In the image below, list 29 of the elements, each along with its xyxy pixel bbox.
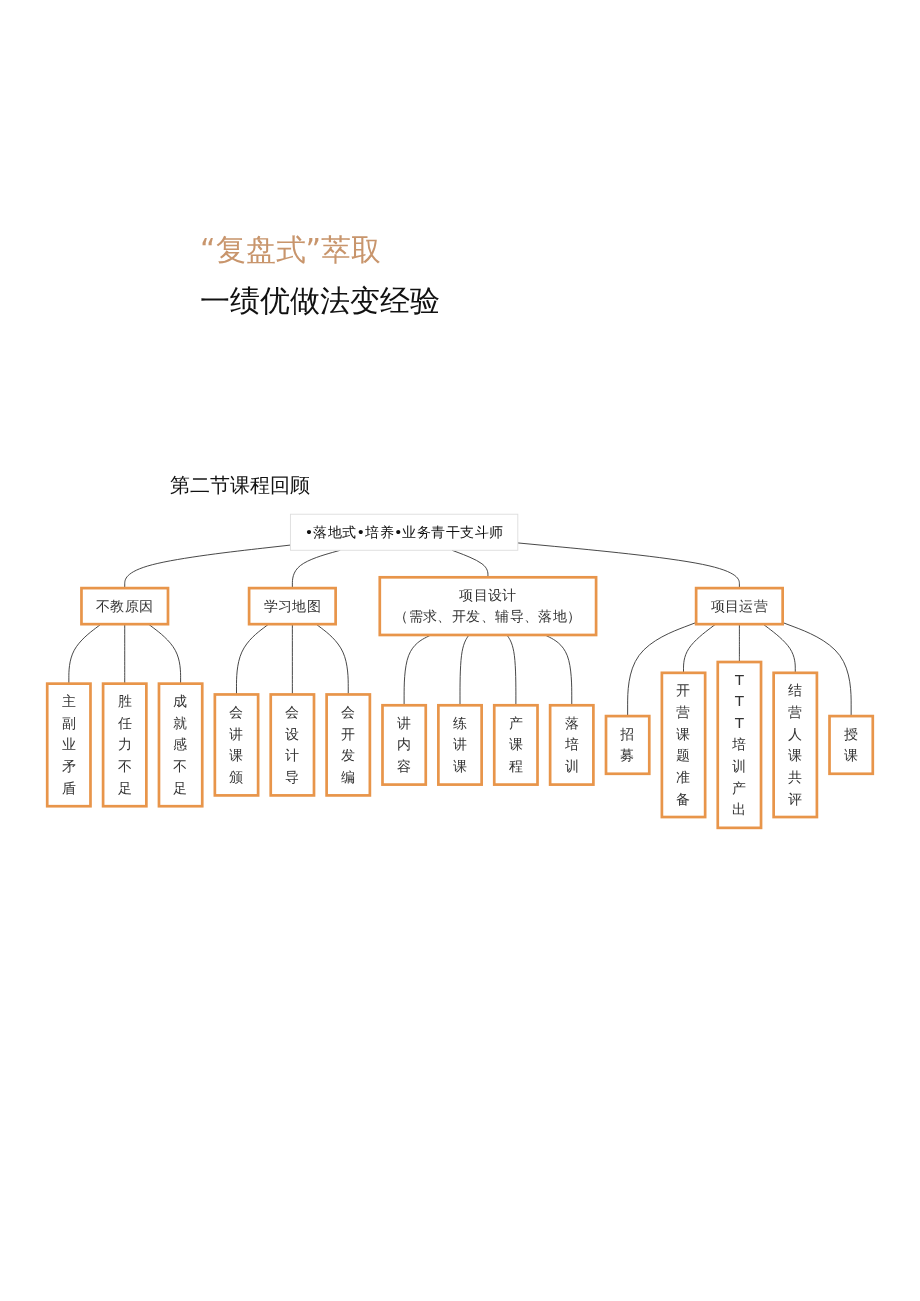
node-box: 会讲课颁: [213, 693, 260, 797]
section-heading: 第二节课程回顾: [170, 472, 310, 499]
node-box: 练讲课: [437, 703, 483, 786]
connector: [124, 544, 291, 589]
node-box: 讲内容: [381, 703, 428, 786]
title: “复盘式”萃取: [200, 231, 383, 269]
node-box: 项目设计 （需求、开发、辅导、落地）: [378, 575, 598, 637]
node-box: 胜任力不足: [101, 682, 148, 808]
connector: [459, 634, 470, 706]
node-box: 开营课题准备: [660, 671, 707, 819]
node-box: 会开发编: [325, 693, 372, 797]
node-box: 学习地图: [247, 586, 337, 626]
node-box: 项目运营: [694, 586, 784, 626]
node-box: 招募: [604, 714, 651, 776]
connector: [627, 622, 697, 717]
node-box: TTT培训产出: [716, 660, 763, 830]
node-box: 结营人课共评: [772, 671, 819, 819]
node-box: •落地式•培养•业务青干支斗师: [289, 513, 519, 551]
node-box: 主副业矛盾: [45, 682, 92, 808]
node-box: 会设计导: [269, 693, 316, 797]
node-box: 落培训: [548, 703, 595, 786]
node-box: 不教原因: [80, 586, 170, 626]
node-box: 成就感不足: [157, 682, 204, 808]
node-box: 授课: [828, 714, 875, 776]
connector: [506, 634, 517, 706]
connector: [517, 542, 740, 589]
subtitle: 一绩优做法变经验: [200, 282, 440, 320]
node-box: 产课程: [492, 703, 539, 786]
connector: [782, 622, 852, 717]
